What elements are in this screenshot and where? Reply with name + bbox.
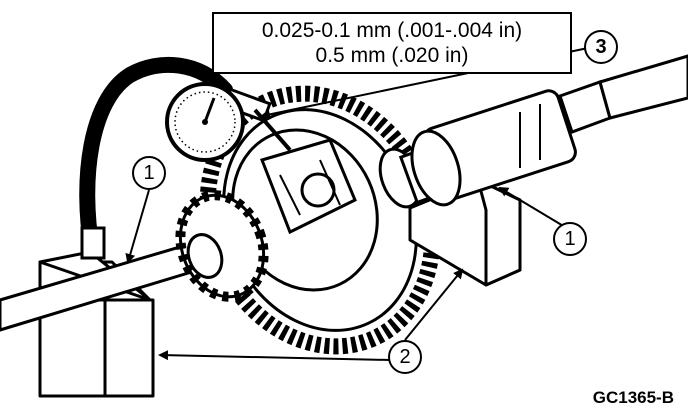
leader-2-lower — [158, 350, 391, 361]
flexible-indicator-arm — [79, 56, 233, 260]
left-side-bearing — [175, 190, 269, 302]
callout-1-left: 1 — [132, 156, 166, 190]
leader-1-right — [498, 186, 571, 231]
dial-indicator — [165, 82, 292, 162]
clearance-spec-box: 0.025-0.1 mm (.001-.004 in) 0.5 mm (.020… — [212, 12, 572, 74]
spec-runout-range: 0.025-0.1 mm (.001-.004 in) — [261, 19, 523, 42]
callout-2: 2 — [388, 340, 422, 374]
right-pilot-tool — [410, 54, 688, 207]
differential-case — [231, 128, 379, 292]
spec-runout-max: 0.5 mm (.020 in) — [315, 44, 469, 67]
figure-code: GC1365-B — [592, 388, 674, 407]
callout-1-right: 1 — [553, 222, 587, 256]
leader-2-upper — [404, 268, 464, 341]
callout-3: 3 — [584, 30, 618, 64]
leader-1-left — [125, 189, 150, 264]
